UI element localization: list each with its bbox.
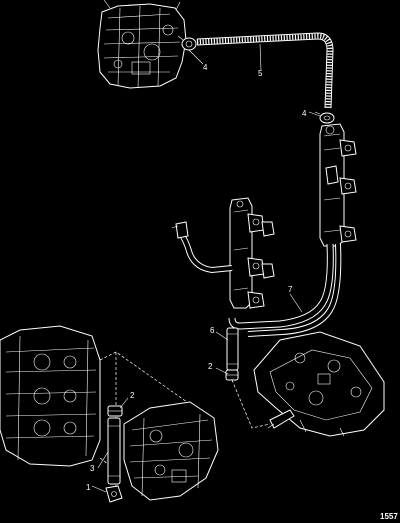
callout-1: 1 [86, 483, 91, 492]
fuel-rail-right [319, 123, 357, 247]
inlet-fitting [267, 409, 295, 429]
hose-clamp-top [177, 35, 197, 51]
figure-number: 1557 [380, 512, 398, 521]
lower-manifold-right [253, 331, 385, 437]
crossover-hose [228, 243, 342, 337]
leader-lines [91, 43, 321, 493]
hose-clamp-lower [314, 111, 335, 124]
callout-2-middle: 2 [208, 362, 213, 371]
fitting-bottom-left [105, 485, 123, 503]
callout-6: 6 [210, 326, 215, 335]
callout-2-left: 2 [130, 391, 135, 400]
braided-fuel-hose [196, 32, 334, 109]
callout-4-top: 4 [203, 63, 208, 72]
fuel-rail-left [229, 197, 275, 309]
callout-4-lower: 4 [302, 109, 307, 118]
engine-block-left [0, 325, 101, 467]
vent-hose-fitting [171, 221, 233, 274]
hose-clamp-left [107, 405, 123, 417]
callout-5: 5 [258, 69, 263, 78]
fuel-module-lower [123, 401, 219, 501]
fuel-pump-assembly [97, 0, 187, 89]
callout-3: 3 [90, 464, 95, 473]
short-hose-left [107, 417, 121, 485]
callout-7: 7 [288, 285, 293, 294]
hose-clamp-middle [225, 369, 239, 381]
short-hose-middle [226, 327, 239, 371]
